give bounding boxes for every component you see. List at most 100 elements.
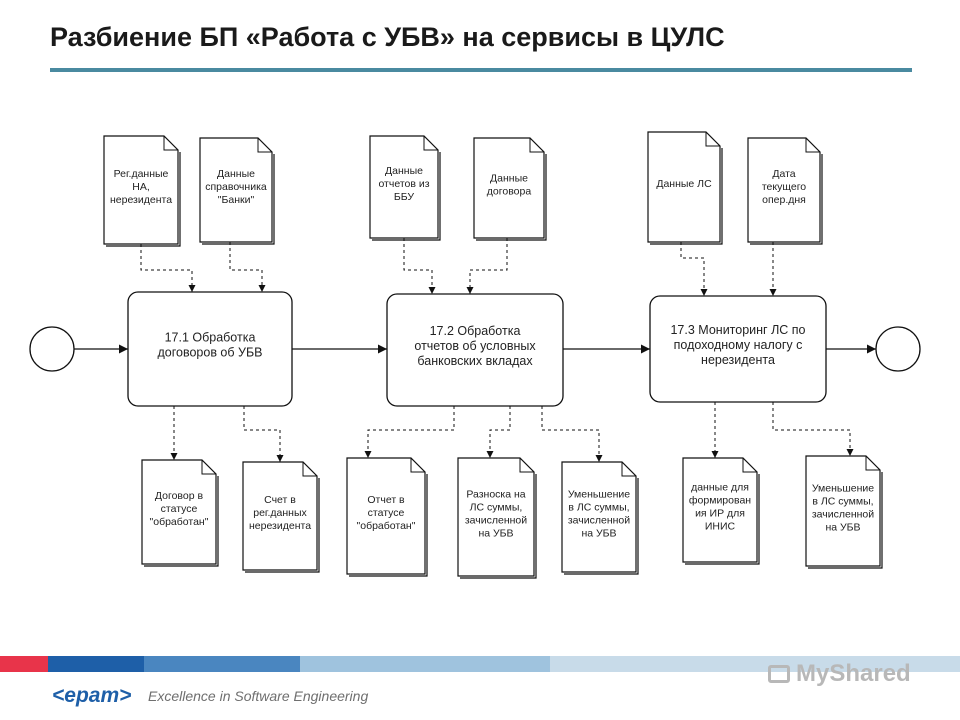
- epam-logo: <epam>: [52, 684, 132, 707]
- input-doc-6-fold: [805, 138, 820, 153]
- output-doc-1-label-line: "обработан": [150, 516, 209, 528]
- input-doc-1-shape: [103, 135, 179, 245]
- output-doc-5-label-line: Уменьшение: [568, 489, 630, 501]
- output-doc-5-label-line: в ЛС суммы,: [568, 502, 629, 514]
- input-doc-1-label-line: Рег.данные: [114, 168, 169, 180]
- output-doc-3-label-line: статусе: [368, 507, 405, 519]
- input-doc-3-shadow: [372, 152, 441, 241]
- process-2-shape: [386, 293, 564, 407]
- input-doc-3-fold: [423, 136, 438, 151]
- footer-seg-mid-blue: [144, 656, 300, 672]
- output-doc-1-fold: [201, 460, 216, 475]
- input-doc-6-shadow: [750, 154, 823, 245]
- output-doc-4-label-line: Разноска на: [466, 489, 525, 501]
- input-doc-6-label-line: Дата: [772, 168, 795, 180]
- input-doc-6-shape: [747, 137, 821, 243]
- output-doc-7-shape: [805, 455, 881, 567]
- output-doc-6-label-line: ИНИС: [705, 521, 736, 533]
- connectors: [74, 238, 876, 462]
- output-doc-5-fold: [621, 462, 636, 477]
- input-doc-2-fold: [257, 138, 272, 153]
- process-3-label-line: подоходному налогу с: [674, 338, 803, 352]
- title-rule: [50, 68, 912, 72]
- output-doc-7-label-line: на УБВ: [825, 522, 860, 534]
- output-doc-1-label-line: Договор в: [155, 490, 204, 502]
- input-doc-5-shadow: [650, 148, 723, 245]
- output-doc-6-label-line: ия ИР для: [695, 508, 745, 520]
- output-doc-3-label-line: Отчет в: [367, 494, 405, 506]
- output-doc-4-label-line: зачисленной: [465, 515, 527, 527]
- input-link-5: [680, 242, 708, 296]
- input-doc-3-label-line: ББУ: [394, 191, 415, 203]
- output-doc-7-label-line: в ЛС суммы,: [812, 496, 873, 508]
- output-link-7: [772, 402, 854, 456]
- input-doc-5-label-line: Данные ЛС: [656, 178, 712, 190]
- input-doc-5: Данные ЛС: [647, 131, 723, 245]
- input-doc-5-shape: [647, 131, 721, 243]
- monitor-icon: [768, 665, 790, 683]
- output-doc-2-label-line: Счет в: [264, 494, 296, 506]
- input-doc-2-label-line: справочника: [205, 181, 267, 193]
- input-doc-1-fold: [163, 136, 178, 151]
- watermark: MyShared: [768, 660, 911, 688]
- input-doc-1-shadow: [106, 152, 181, 247]
- output-doc-3-label-line: "обработан": [357, 520, 416, 532]
- output-doc-5-label-line: на УБВ: [581, 528, 616, 540]
- tagline: Excellence in Software Engineering: [148, 688, 369, 704]
- output-doc-3-shape: [346, 457, 426, 575]
- output-doc-5-label-line: зачисленной: [568, 515, 630, 527]
- input-link-2: [229, 242, 266, 292]
- input-doc-2-shape: [199, 137, 273, 243]
- input-doc-2-label-line: Данные: [217, 168, 255, 180]
- output-doc-3-fold: [410, 458, 425, 473]
- output-doc-4-label-line: ЛС суммы,: [470, 502, 523, 514]
- process-2-label-line: отчетов об условных: [414, 339, 536, 353]
- input-link-1: [140, 244, 196, 292]
- process-3-label-line: 17.3 Мониторинг ЛС по: [670, 323, 805, 337]
- footer-seg-light-blue: [300, 656, 550, 672]
- input-doc-4-label-line: Данные: [490, 173, 528, 185]
- end-event: [875, 326, 921, 372]
- process-3-shape: [649, 295, 827, 403]
- output-doc-6-label-line: данные для: [691, 482, 749, 494]
- output-doc-4-shape: [457, 457, 535, 577]
- input-doc-3-label-line: Данные: [385, 165, 423, 177]
- footer-seg-pale-blue: [550, 656, 960, 672]
- input-doc-4-fold: [529, 138, 544, 153]
- input-doc-3-label-line: отчетов из: [378, 178, 429, 190]
- input-doc-6-label-line: текущего: [762, 181, 806, 193]
- output-doc-5-shadow: [564, 478, 639, 575]
- output-doc-6-shape: [682, 457, 758, 563]
- output-link-4: [486, 406, 511, 458]
- input-link-4: [466, 238, 508, 294]
- input-doc-6-label-line: опер.дня: [762, 194, 806, 206]
- input-doc-5-fold: [705, 132, 720, 147]
- output-doc-2-shadow: [245, 478, 320, 573]
- process-1-shape: [127, 291, 293, 407]
- process-1-label-line: договоров об УБВ: [157, 346, 262, 360]
- output-doc-4-label-line: на УБВ: [478, 528, 513, 540]
